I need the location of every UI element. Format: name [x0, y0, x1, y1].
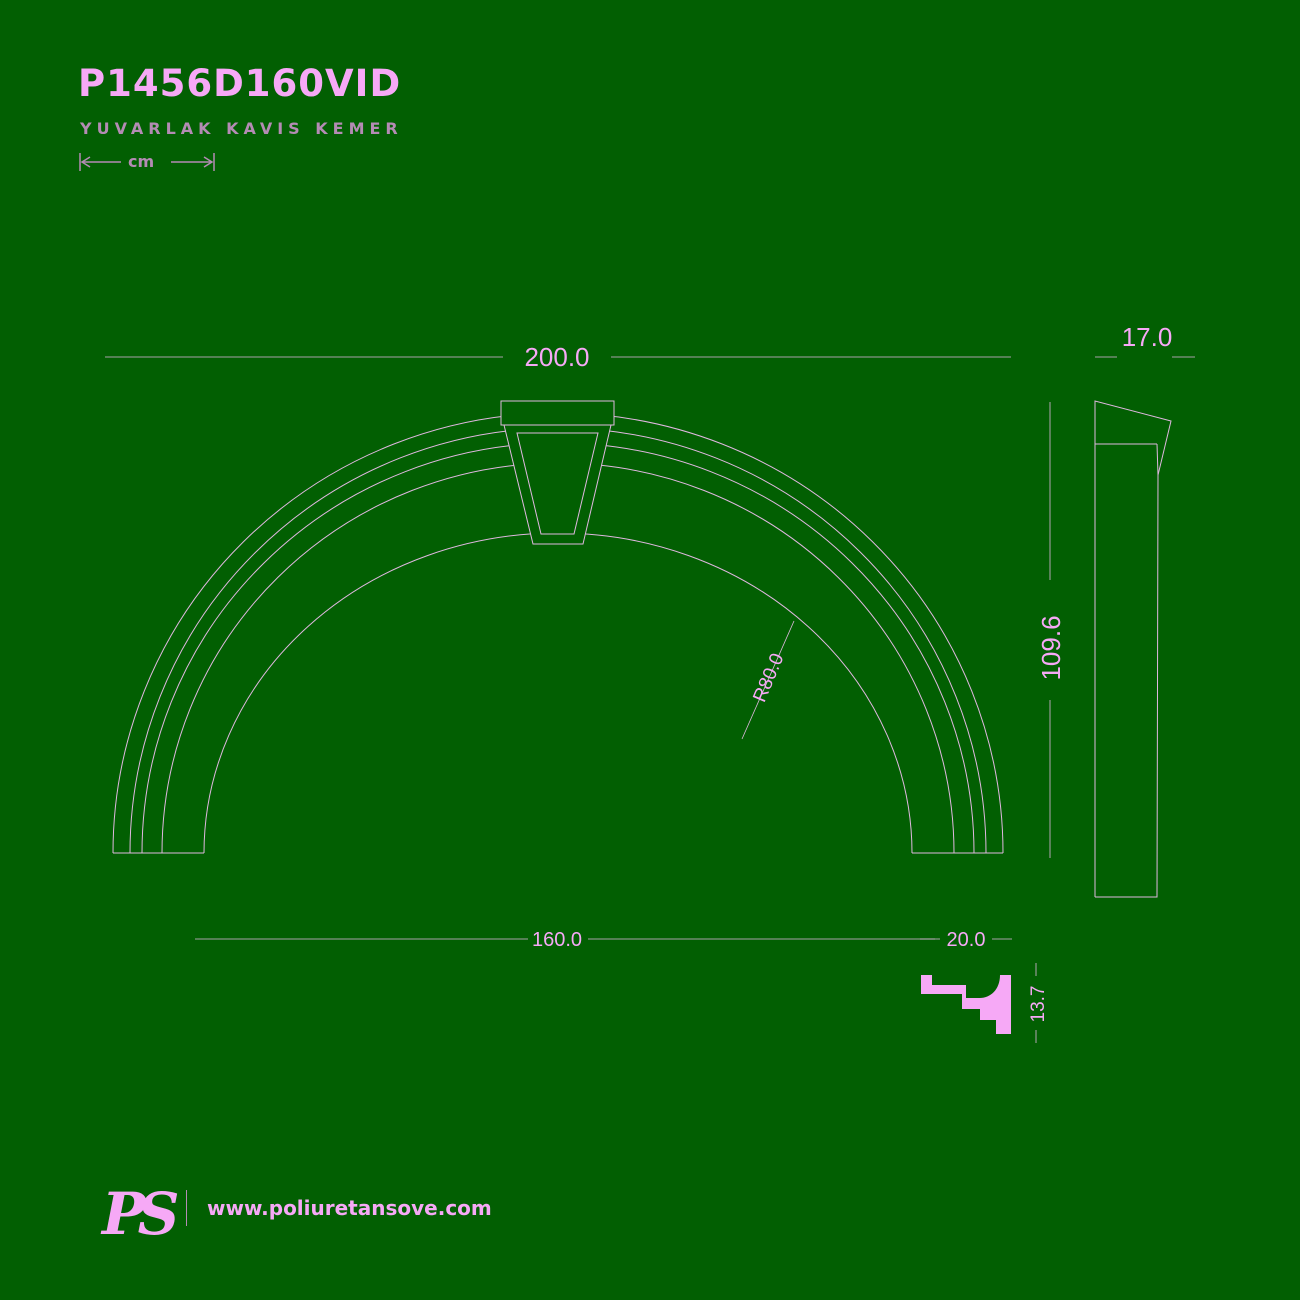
height-label: 109.6 [1036, 615, 1066, 680]
website-link[interactable]: www.poliuretansove.com [207, 1196, 492, 1220]
profile-height-label: 13.7 [1028, 986, 1049, 1023]
arch-inner-edge [203, 532, 913, 854]
overall-width-label: 200.0 [524, 342, 589, 372]
profile-width-label: 20.0 [947, 929, 986, 951]
product-code: P1456D160VID [78, 62, 402, 105]
logo: PS [100, 1180, 178, 1248]
radius-label: R80.0 [749, 650, 788, 705]
arch-front-view [112, 400, 1004, 854]
unit-arrow [79, 153, 215, 171]
product-name: YUVARLAK KAVIS KEMER [80, 119, 403, 138]
unit-label: cm [128, 152, 155, 171]
profile-section [921, 975, 1011, 1034]
logo-divider [186, 1190, 187, 1226]
radius-leader [741, 620, 795, 740]
keystone [500, 400, 615, 545]
inner-span-label: 160.0 [532, 929, 582, 951]
side-view [1094, 400, 1172, 898]
depth-label: 17.0 [1122, 322, 1173, 352]
